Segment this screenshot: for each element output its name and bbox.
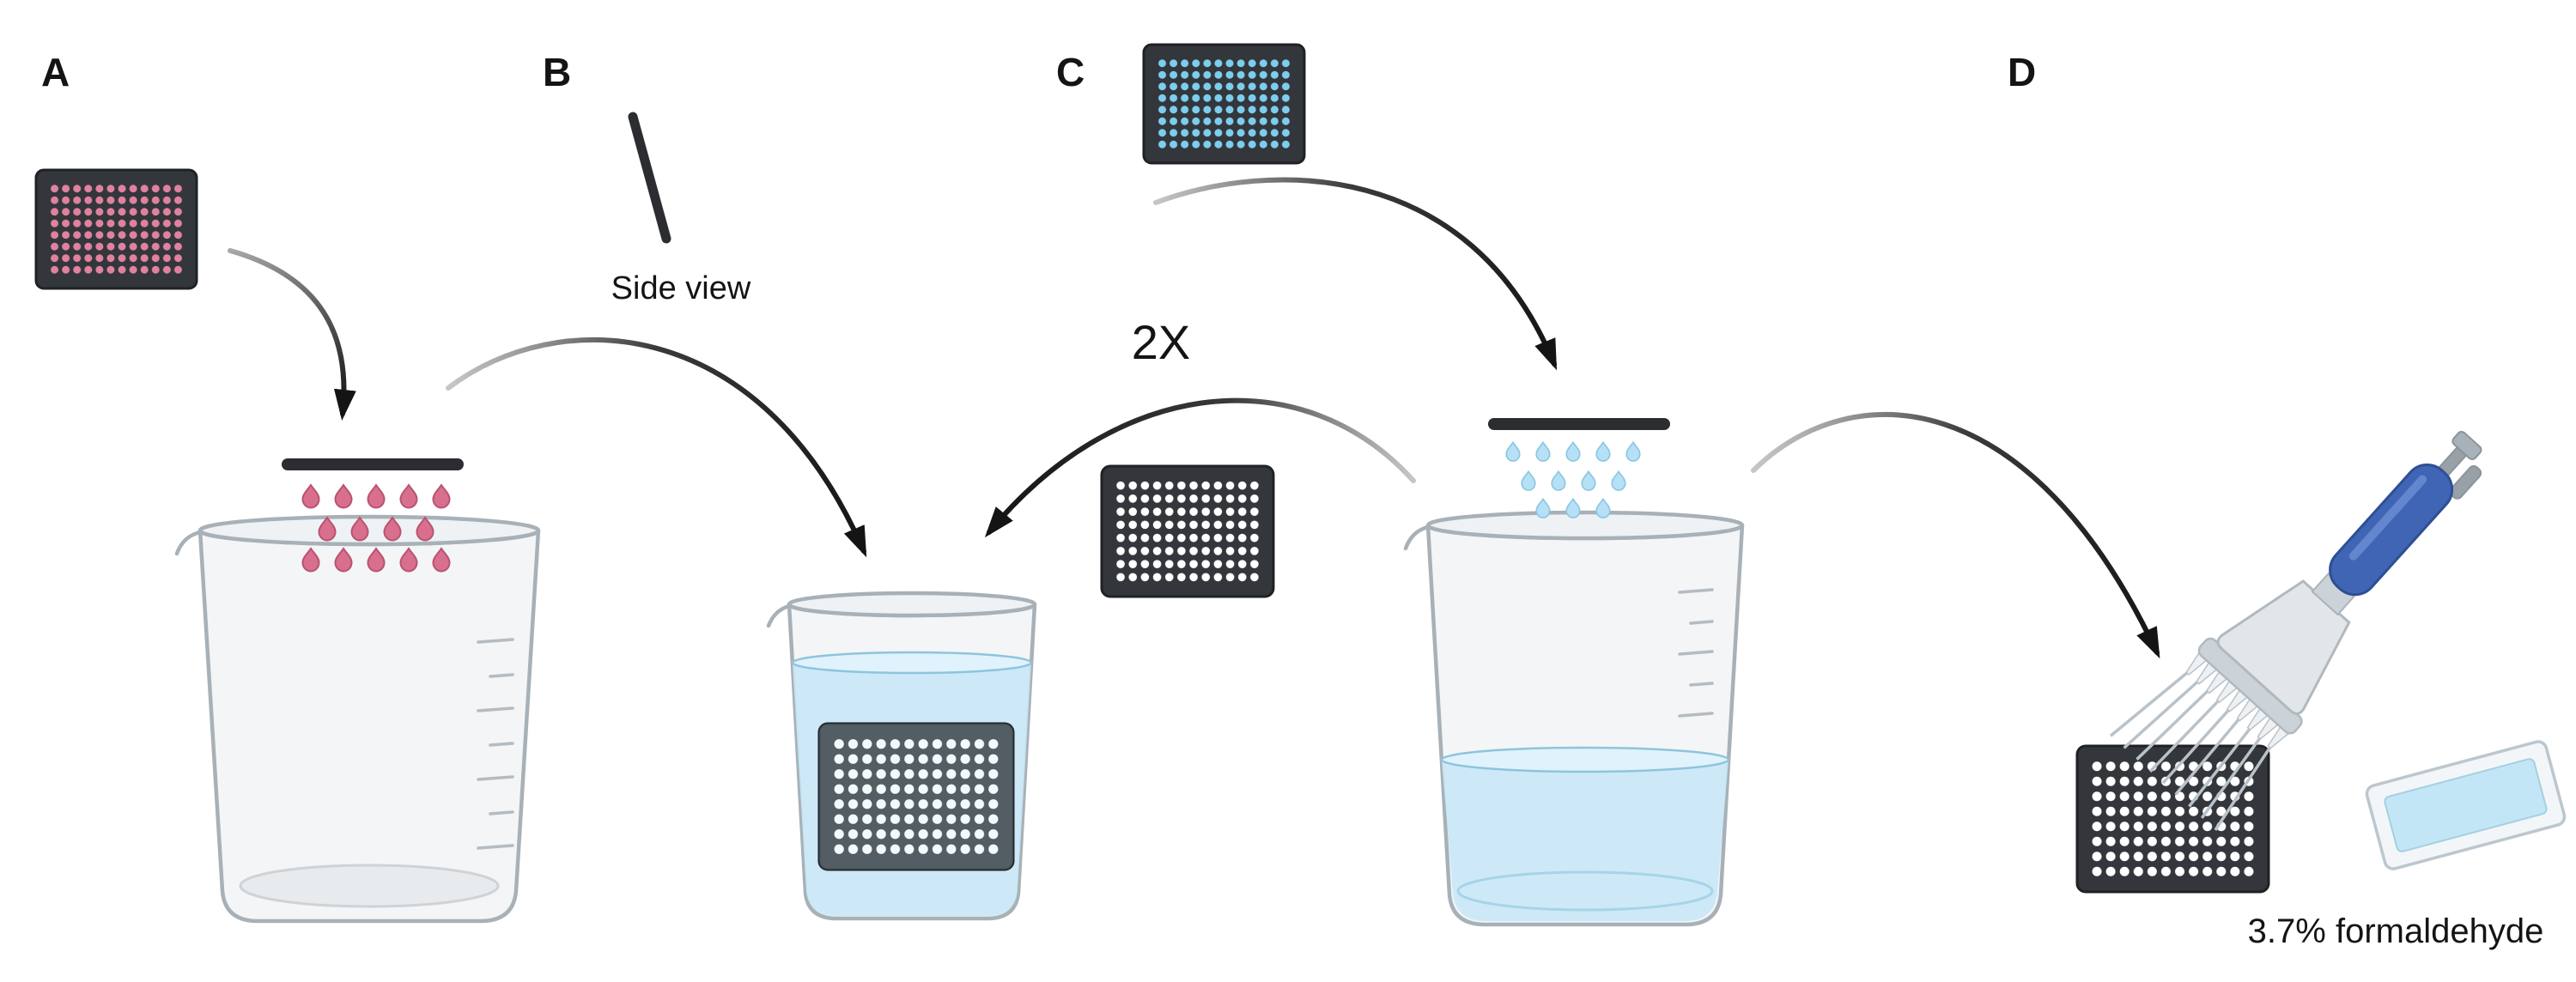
plate-washed-wells bbox=[1115, 479, 1261, 584]
formaldehyde-caption: 3.7% formaldehyde bbox=[2248, 912, 2544, 950]
beaker-a-rim bbox=[197, 514, 541, 547]
plate-submerged-liquid-tint bbox=[819, 724, 1013, 870]
step-c-label: C bbox=[1056, 50, 1084, 94]
plate-d-wells bbox=[2090, 759, 2256, 879]
beaker-c-spout bbox=[1403, 524, 1431, 551]
multichannel-pipette-icon bbox=[2109, 430, 2482, 831]
beaker-a-body bbox=[197, 528, 541, 924]
arrow-c-plate-to-beaker bbox=[1153, 177, 1558, 371]
arrow-c-to-d bbox=[1751, 412, 2160, 659]
beaker-c-graduations bbox=[1678, 588, 1714, 718]
beaker-c-liquid bbox=[1442, 760, 1728, 921]
beaker-b-rim bbox=[787, 591, 1037, 618]
arrow-a-to-b bbox=[446, 337, 867, 558]
step-d-label: D bbox=[2008, 50, 2036, 94]
pipette-tip-cones bbox=[2185, 652, 2289, 749]
plate-side-view-icon bbox=[628, 112, 671, 244]
inverted-plate-bar-a bbox=[282, 458, 464, 470]
plate-d-icon bbox=[2075, 744, 2270, 894]
arrow-wash-repeat bbox=[984, 397, 1416, 538]
blue-droplets bbox=[1505, 441, 1641, 518]
plate-submerged-wells bbox=[832, 736, 1000, 857]
beaker-c-liquid-bottom bbox=[1456, 870, 1714, 912]
plate-blue-icon bbox=[1142, 43, 1306, 165]
pipette-handle-highlight bbox=[2348, 475, 2427, 561]
side-view-caption: Side view bbox=[611, 270, 751, 306]
beaker-a-icon bbox=[174, 514, 541, 924]
plate-pink-wells bbox=[49, 183, 184, 276]
plate-submerged-icon bbox=[817, 722, 1015, 871]
plate-pink-icon bbox=[34, 168, 198, 290]
arrows bbox=[228, 177, 2160, 659]
step-c-group: 2X bbox=[1100, 43, 1745, 927]
pipette-tips bbox=[2109, 671, 2272, 831]
beaker-c-liquid-surface bbox=[1440, 746, 1730, 773]
pipette-plunger-cap bbox=[2451, 430, 2482, 460]
beaker-b-spout bbox=[766, 603, 792, 628]
repeat-2x-label: 2X bbox=[1132, 315, 1191, 369]
pipette-handle bbox=[2329, 463, 2454, 597]
reservoir-icon bbox=[2365, 740, 2567, 870]
plate-blue-wells bbox=[1157, 58, 1291, 150]
beaker-a-bottom bbox=[239, 864, 500, 908]
beaker-a-graduations bbox=[477, 638, 514, 850]
plate-washed-icon bbox=[1100, 464, 1275, 598]
beaker-b-liquid-surface bbox=[791, 651, 1033, 675]
pipette-body bbox=[2216, 579, 2351, 715]
step-b-label: B bbox=[543, 50, 571, 94]
arrow-plate-a-to-beaker bbox=[228, 248, 356, 421]
step-a-label: A bbox=[41, 50, 70, 94]
step-d-group: 3.7% formaldehyde bbox=[2075, 430, 2567, 950]
step-a-group bbox=[34, 168, 541, 924]
inverted-plate-bar-c bbox=[1488, 418, 1670, 430]
step-b-group: Side view bbox=[611, 112, 1037, 921]
beaker-a-spout bbox=[174, 530, 203, 556]
beaker-c-rim bbox=[1425, 510, 1745, 541]
beaker-b-icon bbox=[766, 591, 1037, 921]
pipette-ejector bbox=[2449, 465, 2482, 500]
beaker-c-icon bbox=[1403, 510, 1745, 927]
reservoir-liquid bbox=[2384, 758, 2548, 852]
